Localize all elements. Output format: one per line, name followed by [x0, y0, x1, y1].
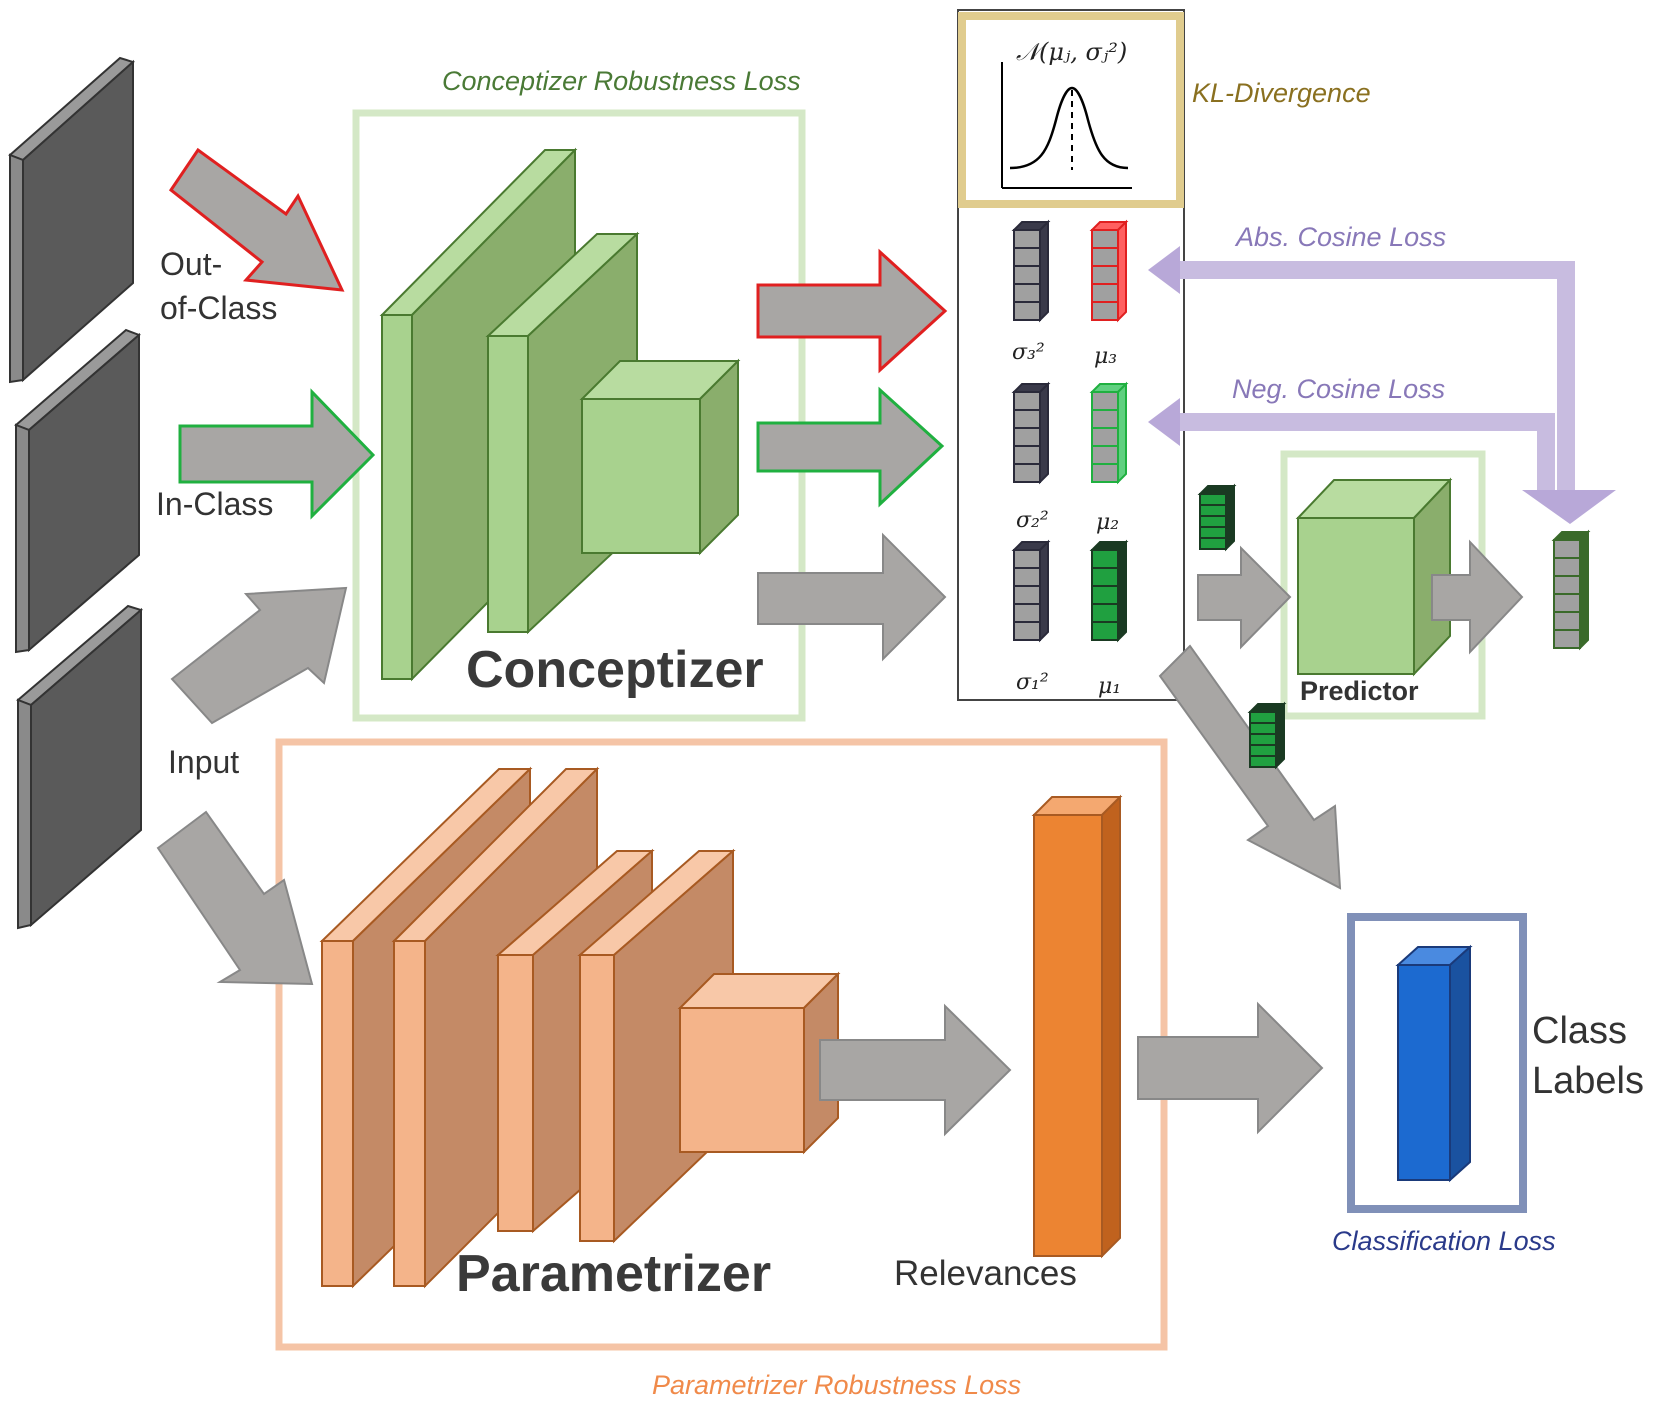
predictor-input-vector — [1197, 483, 1237, 552]
out-of-class-arrow — [168, 147, 345, 292]
conceptizer-to-mu3-arrow — [756, 248, 948, 374]
class-labels-label-line1: Class — [1532, 1010, 1628, 1052]
input-to-parametrizer-arrow — [156, 810, 314, 986]
predictor-output-vector — [1551, 529, 1591, 651]
classifier-input-vector — [1247, 701, 1287, 770]
sigma3-vector — [1011, 219, 1051, 323]
relevances-to-class-labels-arrow — [1137, 1001, 1324, 1135]
kl-divergence-frame — [958, 12, 1184, 208]
sigma3-label: σ₃² — [1012, 340, 1045, 365]
conceptizer-label: Conceptizer — [466, 641, 764, 699]
class-labels-bar — [1395, 944, 1473, 1183]
in-class-label: In-Class — [156, 486, 274, 522]
parametrizer-layer-5 — [677, 971, 841, 1155]
parametrizer-label: Parametrizer — [456, 1245, 772, 1303]
conceptizer-layer-3 — [579, 358, 741, 556]
conceptizer-to-mu1-arrow — [757, 532, 947, 662]
kl-divergence-label: KL-Divergence — [1192, 78, 1371, 108]
class-labels-label-line2: Labels — [1532, 1060, 1644, 1102]
mu3-label: μ₃ — [1094, 344, 1118, 369]
abs-cosine-loss-label: Abs. Cosine Loss — [1236, 222, 1447, 252]
mu3-vector — [1089, 219, 1129, 323]
conceptizer-robustness-loss-label: Conceptizer Robustness Loss — [442, 66, 801, 96]
input-image — [16, 604, 144, 930]
out-of-class-input-image — [8, 56, 135, 384]
mu2-label: μ₂ — [1096, 510, 1120, 535]
predictor-block — [1295, 477, 1453, 677]
predictor-to-output-arrow — [1431, 539, 1524, 655]
abs-cosine-arrowhead — [1148, 246, 1180, 294]
gray-arrows — [156, 532, 1524, 1137]
cosine-loss-arrows — [1148, 246, 1616, 524]
mu1-label: μ₁ — [1098, 674, 1122, 699]
predictor-label: Predictor — [1300, 676, 1419, 706]
conceptizer-robustness-frame — [352, 109, 806, 722]
concept-vectors — [1011, 219, 1591, 770]
classification-loss-label: Classification Loss — [1332, 1226, 1556, 1256]
neg-cosine-arrowhead — [1148, 398, 1180, 446]
gaussian-plot-icon — [1001, 62, 1132, 189]
sigma2-label: σ₂² — [1016, 508, 1049, 533]
conceptizer-to-mu2-arrow — [756, 386, 945, 508]
mu2-vector — [1089, 381, 1129, 485]
gaussian-formula: 𝒩(μⱼ, σⱼ²) — [1016, 38, 1128, 66]
sigma1-vector — [1011, 539, 1051, 643]
parametrizer-to-relevances-arrow — [819, 1003, 1012, 1137]
mu1-vector — [1089, 539, 1129, 643]
neg-cosine-loss-label: Neg. Cosine Loss — [1232, 374, 1446, 404]
sigma2-vector — [1011, 381, 1051, 485]
sigma1-label: σ₁² — [1016, 670, 1049, 695]
out-of-class-label-line2: of-Class — [160, 290, 278, 326]
in-class-input-image — [14, 328, 141, 654]
input-label: Input — [168, 744, 240, 780]
classification-frame — [1347, 913, 1527, 1213]
input-image-stack — [8, 56, 144, 930]
input-to-conceptizer-arrow — [170, 586, 348, 725]
cosine-merge-arrowhead — [1522, 490, 1616, 524]
parametrizer-robustness-loss-label: Parametrizer Robustness Loss — [652, 1370, 1022, 1400]
in-class-arrow — [178, 388, 376, 520]
concept-to-predictor-arrow — [1197, 545, 1292, 650]
relevances-label: Relevances — [894, 1254, 1077, 1293]
relevances-bar — [1031, 794, 1123, 1259]
out-of-class-label-line1: Out- — [160, 246, 223, 282]
